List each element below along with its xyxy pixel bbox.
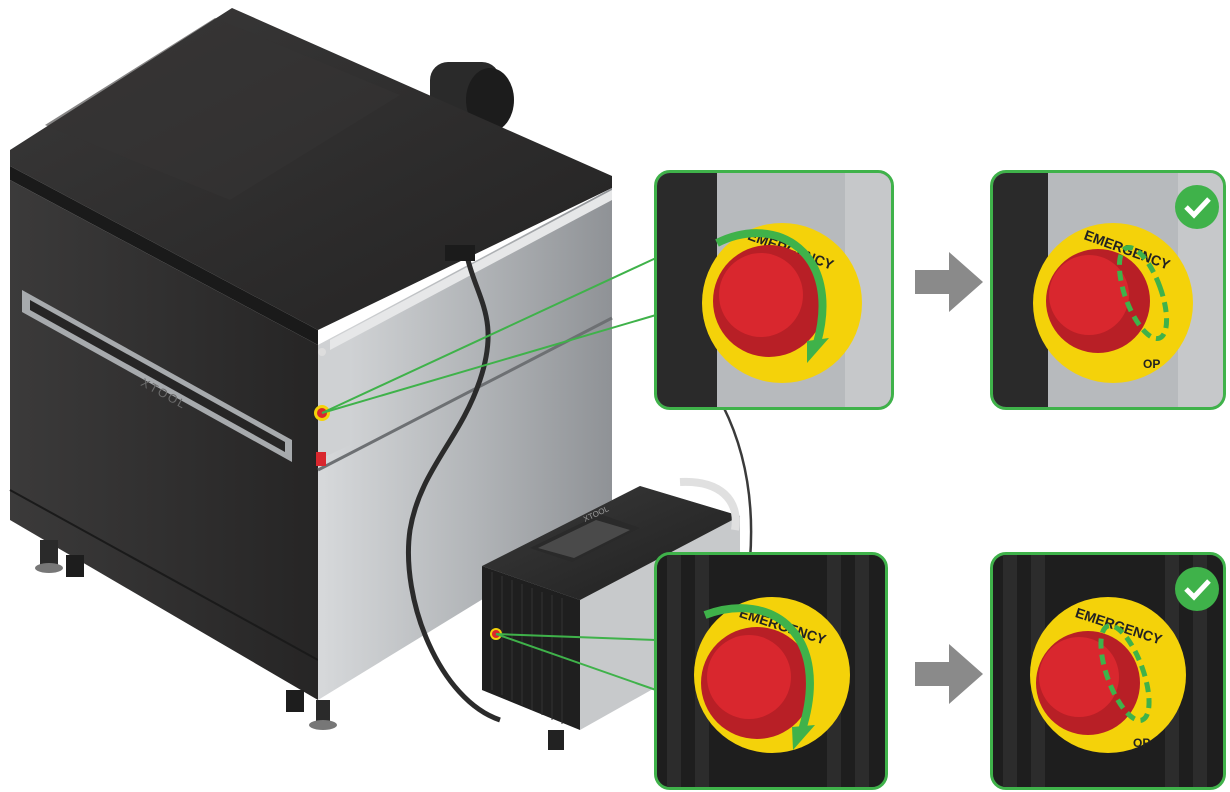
rotate-arrow-icon (715, 229, 827, 345)
cable (406, 259, 501, 723)
main-casters (35, 540, 337, 730)
main-front: XTOOL (9, 180, 319, 700)
next-arrow-icon (915, 644, 983, 704)
step-main-before: EMERGENCY (654, 170, 894, 410)
next-arrow-icon (915, 252, 983, 312)
step-main-after: EMERGENCY OP (990, 170, 1226, 410)
check-icon (1175, 567, 1219, 611)
rotate-arrow-icon (703, 604, 814, 732)
label-text-bottom: OP (1133, 736, 1150, 750)
main-power-switch (316, 452, 326, 466)
step-chiller-after: EMERGENCY OP (990, 552, 1226, 790)
step-chiller-before: EMERGENCY (654, 552, 888, 790)
main-indicator (318, 348, 326, 356)
callout-lines (321, 257, 657, 691)
check-icon (1175, 185, 1219, 229)
label-text-bottom: OP (1143, 357, 1160, 371)
